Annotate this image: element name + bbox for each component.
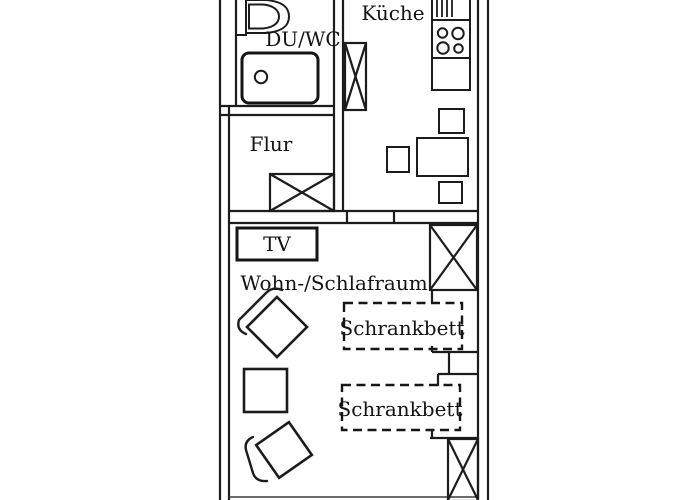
hall-wardrobe-crossbox [268,172,336,213]
toilet-bowl-outer [245,0,291,34]
hall-label: Flur [250,132,293,156]
bathroom: DU/WC [235,0,341,105]
tilted-chair-seat [254,420,314,480]
window-diagonal-2 [447,438,479,500]
window-box [428,223,479,292]
burner-icon [436,41,450,55]
window-box [446,437,480,500]
wardrobe-box [268,172,336,213]
armchair-seat [245,295,309,359]
shower-drain-icon [253,69,269,85]
bathroom-label: DU/WC [265,27,341,51]
tv-box [235,226,319,262]
burner-icon [451,26,465,41]
hall: Flur [250,132,336,213]
kitchen-chair [386,146,410,173]
living-room-label: Wohn-/Schlafraum [240,271,427,295]
window-diagonal-2 [429,224,478,291]
tilted-chair-backrest [244,435,269,483]
wallbed-1-label: Schrankbett [340,316,465,340]
armchair [237,287,309,359]
toilet-cistern [235,0,247,36]
tv-label: TV [263,232,291,256]
shaft-diagonal-2 [343,42,368,111]
window-crossbox-bottom [446,437,480,500]
burner-icon [436,27,449,39]
walls [218,0,490,500]
kitchen-chair [438,108,465,134]
side-table [242,367,289,414]
kitchen-chair [438,181,463,204]
window-crossbox-top [428,223,479,292]
kitchen-table [416,137,469,177]
burner-icon [453,43,464,54]
kitchen-counter-strip [431,0,471,91]
kitchen-worktop [431,57,471,91]
kitchen-label: Küche [361,1,424,25]
wallbed-2-outline [340,383,462,432]
kitchen: Küche [343,0,471,204]
kitchen-dining-set [386,108,469,204]
stove [431,19,471,59]
living-room: TV Wohn-/Schlafraum Schrankbett Schrankb… [235,223,480,500]
tilted-chair [244,420,314,483]
toilet-bowl-inner [248,3,281,30]
shaft-box [343,41,368,112]
ventilation-shaft-crossbox [343,41,368,112]
wardrobe-diagonal-2 [269,173,335,212]
shower-tray [240,51,320,105]
wallbed-1-outline [342,301,464,351]
armchair-backrest [237,287,284,336]
wallbed-2-label: Schrankbett [338,397,463,421]
wall-niche-between-beds [430,346,478,386]
